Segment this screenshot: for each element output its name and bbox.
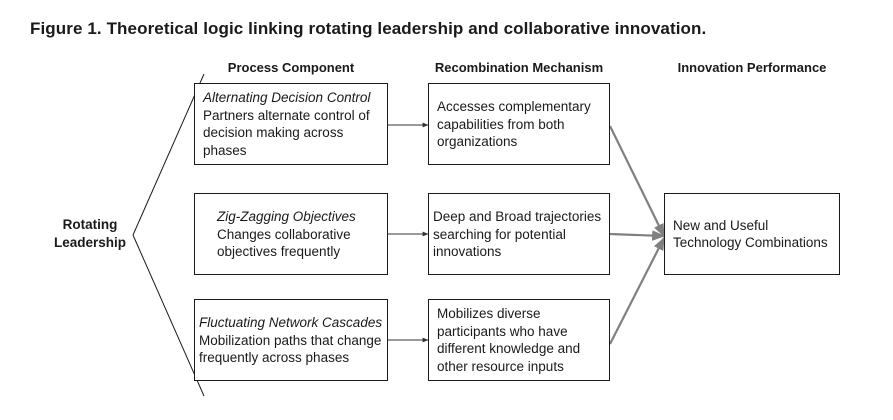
arrow-mechanism1-to-outcome bbox=[609, 125, 665, 238]
root-label-line-1: Rotating bbox=[62, 217, 118, 232]
column-header-performance: Innovation Performance bbox=[677, 60, 827, 75]
process-heading: Alternating Decision Control bbox=[203, 90, 371, 105]
process-heading: Fluctuating Network Cascades bbox=[199, 315, 383, 330]
mechanism-text-line: innovations bbox=[433, 244, 502, 259]
bracket-lower-line bbox=[132, 234, 205, 397]
figure-title: Figure 1. Theoretical logic linking rota… bbox=[30, 19, 707, 38]
mechanism-box-mobilizes: Mobilizes diverse participants who have … bbox=[428, 299, 610, 381]
mechanism-text-line: searching for potential bbox=[433, 226, 566, 242]
mechanism-text-line: organizations bbox=[437, 134, 518, 149]
mechanism-text-line: other resource inputs bbox=[437, 358, 564, 374]
process-heading: Zig-Zagging Objectives bbox=[217, 209, 356, 224]
root-label-line-2: Leadership bbox=[53, 235, 127, 250]
mechanism-text-line: participants who have bbox=[437, 323, 568, 339]
process-text-line: phases bbox=[203, 142, 247, 158]
process-text-line: decision making across bbox=[203, 125, 344, 140]
mechanism-text-line: different knowledge and bbox=[437, 341, 581, 356]
process-text-line: frequently across phases bbox=[199, 350, 350, 365]
outcome-text-line: New and Useful bbox=[673, 217, 769, 233]
process-box-zig-zagging: Zig-Zagging Objectives Changes collabora… bbox=[194, 193, 388, 275]
column-header-process: Process Component bbox=[227, 60, 355, 75]
process-text-line: Mobilization paths that change bbox=[199, 332, 382, 348]
arrow-mechanism3-to-outcome bbox=[609, 236, 665, 345]
arrow-mechanism2-to-outcome bbox=[609, 230, 666, 241]
mechanism-text-line: Accesses complementary bbox=[437, 99, 591, 114]
process-text-line: objectives frequently bbox=[217, 244, 341, 259]
mechanism-text-line: capabilities from both bbox=[437, 116, 565, 132]
outcome-box-technology-combinations: New and Useful Technology Combinations bbox=[664, 193, 840, 275]
bracket-upper-line bbox=[132, 73, 205, 236]
mechanism-text-line: Deep and Broad trajectories bbox=[433, 209, 602, 224]
process-text-line: Partners alternate control of bbox=[203, 107, 370, 123]
process-box-decision-control: Alternating Decision Control Partners al… bbox=[194, 83, 388, 165]
column-header-mechanism: Recombination Mechanism bbox=[434, 60, 604, 75]
mechanism-text-line: Mobilizes diverse bbox=[437, 306, 541, 321]
process-box-network-cascades: Fluctuating Network Cascades Mobilizatio… bbox=[194, 299, 388, 381]
outcome-text-line: Technology Combinations bbox=[673, 235, 828, 250]
process-text-line: Changes collaborative bbox=[217, 226, 351, 242]
mechanism-box-trajectories: Deep and Broad trajectories searching fo… bbox=[428, 193, 610, 275]
root-node-rotating-leadership: Rotating Leadership bbox=[40, 216, 140, 252]
mechanism-box-complementary: Accesses complementary capabilities from… bbox=[428, 83, 610, 165]
